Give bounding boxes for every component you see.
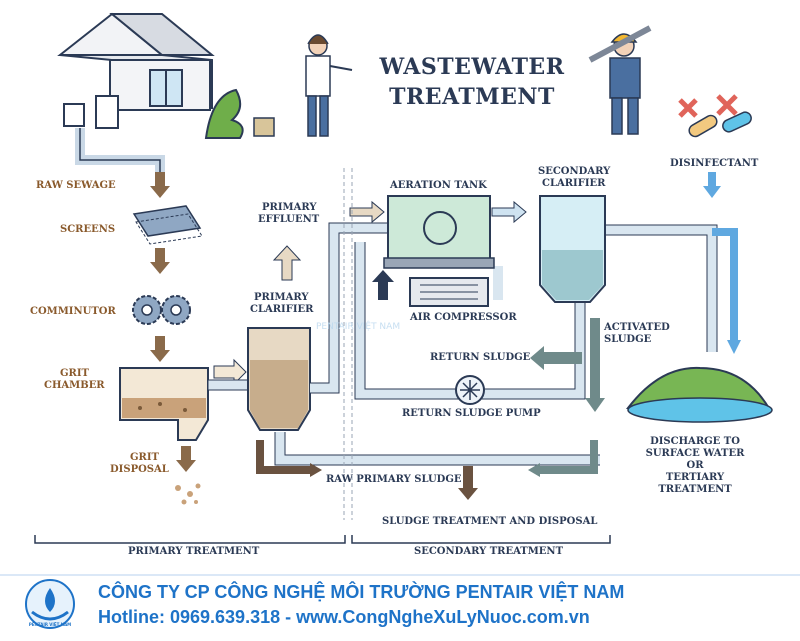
label-activated-sludge-2: SLUDGE	[604, 334, 652, 345]
label-air-compressor: AIR COMPRESSOR	[410, 312, 517, 323]
comminutor-icon	[132, 295, 191, 325]
return-sludge-pump	[455, 375, 485, 405]
aeration-tank	[383, 195, 495, 269]
label-discharge-5: TREATMENT	[658, 484, 732, 495]
label-grit-chamber-1: GRIT	[60, 368, 89, 379]
worker-icon	[588, 25, 652, 135]
title-line-2: TREATMENT	[389, 84, 555, 110]
logo-text: PENTAIR VIỆT NAM	[28, 622, 72, 627]
company-logo	[25, 579, 75, 629]
discharge-island	[626, 366, 773, 423]
scientist-icon	[305, 34, 353, 137]
title-line-1: WASTEWATER	[379, 54, 565, 80]
footer-banner	[0, 574, 800, 639]
watermark: PENTAIR VIỆT NAM	[316, 322, 401, 332]
label-raw-primary-sludge: RAW PRIMARY SLUDGE	[326, 474, 462, 485]
house-icon	[57, 12, 215, 129]
label-comminutor: COMMINUTOR	[30, 306, 116, 317]
hotline-and-website: Hotline: 0969.639.318 - www.CongNgheXuLy…	[98, 607, 590, 627]
label-discharge-3: OR	[686, 460, 704, 471]
label-return-sludge-pump: RETURN SLUDGE PUMP	[402, 408, 541, 419]
primary-clarifier	[247, 327, 311, 431]
grit-chamber	[119, 367, 209, 441]
label-aeration-tank: AERATION TANK	[390, 180, 487, 191]
label-discharge-2: SURFACE WATER	[645, 448, 745, 459]
label-activated-sludge-1: ACTIVATED	[604, 322, 670, 333]
label-sludge-treatment: SLUDGE TREATMENT AND DISPOSAL	[382, 516, 598, 527]
label-raw-sewage: RAW SEWAGE	[36, 180, 116, 191]
grit-disposal-icon	[175, 483, 201, 505]
section-primary-treatment: PRIMARY TREATMENT	[128, 546, 260, 557]
label-grit-disposal-1: GRIT	[130, 452, 159, 463]
bacteria-icon	[678, 94, 752, 138]
screens-icon	[132, 205, 203, 245]
label-disinfectant: DISINFECTANT	[670, 158, 759, 169]
label-discharge-1: DISCHARGE TO	[650, 436, 740, 447]
label-grit-chamber-2: CHAMBER	[44, 380, 105, 391]
section-secondary-treatment: SECONDARY TREATMENT	[414, 546, 564, 557]
label-secondary-clarifier-1: SECONDARY	[538, 166, 611, 177]
label-secondary-clarifier-2: CLARIFIER	[542, 178, 606, 189]
label-primary-effluent-2: EFFLUENT	[258, 214, 320, 225]
label-screens: SCREENS	[60, 224, 116, 235]
company-name: CÔNG TY CP CÔNG NGHỆ MÔI TRƯỜNG PENTAIR …	[98, 582, 625, 602]
diagram-title: WASTEWATER TREATMENT	[362, 52, 582, 112]
secondary-clarifier	[539, 195, 606, 303]
label-primary-clarifier-1: PRIMARY	[254, 292, 309, 303]
bush-icon	[204, 88, 275, 139]
label-return-sludge: RETURN SLUDGE	[430, 352, 531, 363]
label-primary-effluent-1: PRIMARY	[262, 202, 317, 213]
air-compressor	[409, 277, 489, 307]
label-primary-clarifier-2: CLARIFIER	[250, 304, 314, 315]
label-grit-disposal-2: DISPOSAL	[110, 464, 169, 475]
label-discharge-4: TERTIARY	[665, 472, 725, 483]
